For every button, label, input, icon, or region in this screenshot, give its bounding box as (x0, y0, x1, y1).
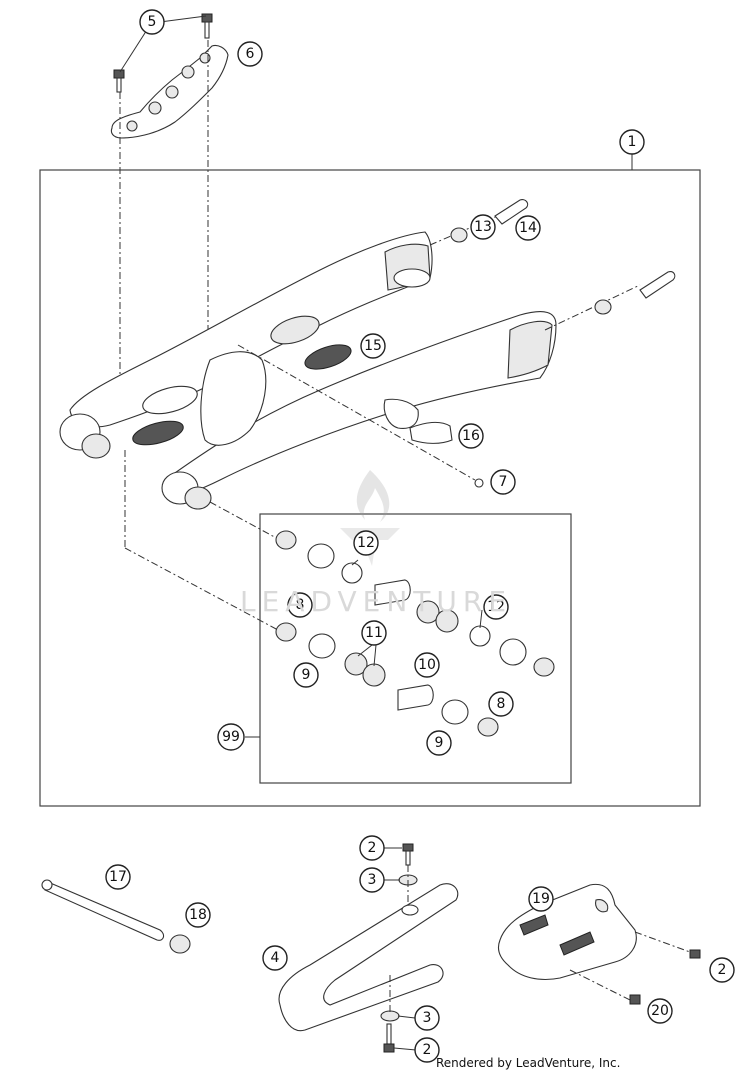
callout-4: 4 (262, 945, 288, 971)
callout-14: 14 (515, 215, 541, 241)
svg-text:3: 3 (423, 1010, 432, 1026)
svg-text:9: 9 (435, 735, 444, 751)
callout-3b: 3 (414, 1005, 440, 1031)
screw-part-2-right (634, 931, 701, 959)
callout-12a: 12 (353, 530, 379, 556)
svg-text:5: 5 (148, 14, 157, 30)
svg-text:7: 7 (499, 474, 508, 490)
axle-sleeve-part-right (594, 271, 676, 315)
screw-part-5b (113, 69, 125, 93)
svg-text:9: 9 (302, 667, 311, 683)
washer-part-3-bottom (380, 1010, 400, 1022)
svg-text:12: 12 (357, 535, 375, 551)
nut-part-18 (169, 934, 191, 954)
swingarm-assembly-frame (39, 169, 701, 807)
callout-1: 1 (619, 129, 645, 155)
svg-text:4: 4 (271, 950, 280, 966)
callout-20: 20 (647, 998, 673, 1024)
callout-9b: 9 (426, 730, 452, 756)
svg-text:6: 6 (246, 46, 255, 62)
axle-sleeve-part-14 (494, 199, 529, 225)
svg-text:15: 15 (364, 338, 382, 354)
svg-text:1: 1 (628, 134, 637, 150)
callout-12b: 12 (483, 594, 509, 620)
bracket-part-16 (409, 421, 453, 444)
svg-text:14: 14 (519, 220, 537, 236)
svg-text:2: 2 (368, 840, 377, 856)
callout-9a: 9 (293, 662, 319, 688)
svg-text:20: 20 (651, 1003, 669, 1019)
svg-text:3: 3 (368, 872, 377, 888)
svg-text:17: 17 (109, 869, 127, 885)
chain-guide-part-19 (497, 883, 637, 981)
svg-text:12: 12 (487, 599, 505, 615)
callout-11: 11 (361, 620, 387, 646)
callout-17: 17 (105, 864, 131, 890)
svg-text:8: 8 (497, 696, 506, 712)
svg-text:2: 2 (423, 1042, 432, 1058)
callout-2c: 2 (414, 1037, 440, 1063)
callout-16: 16 (458, 423, 484, 449)
nut-part-13 (450, 227, 468, 243)
callout-19: 19 (528, 886, 554, 912)
svg-text:16: 16 (462, 428, 480, 444)
svg-text:19: 19 (532, 891, 550, 907)
callout-10: 10 (414, 652, 440, 678)
screw-part-2-bottom (383, 1023, 395, 1053)
callout-15: 15 (360, 333, 386, 359)
axle-part-17 (41, 879, 165, 941)
bearing-kit-frame (259, 513, 572, 784)
swingarm-part (59, 231, 557, 510)
callout-8a: 8 (287, 592, 313, 618)
watermark-text: LEADVENTURE (240, 585, 513, 618)
callout-7: 7 (490, 469, 516, 495)
chain-slider-part-4 (278, 883, 459, 1032)
svg-text:2: 2 (718, 962, 727, 978)
bearing-kit-parts (275, 530, 555, 737)
svg-text:10: 10 (418, 657, 436, 673)
callout-2b: 2 (709, 957, 735, 983)
callout-18: 18 (185, 902, 211, 928)
callout-5: 5 (139, 9, 165, 35)
svg-text:11: 11 (365, 625, 383, 641)
callout-13: 13 (470, 214, 496, 240)
plug-part-7 (474, 478, 484, 488)
callout-8b: 8 (488, 691, 514, 717)
callout-6: 6 (237, 41, 263, 67)
svg-text:13: 13 (474, 219, 492, 235)
screw-part-20 (569, 969, 641, 1005)
svg-text:8: 8 (296, 597, 305, 613)
screw-part-2-top (402, 843, 414, 866)
svg-text:99: 99 (222, 729, 240, 745)
callout-3a: 3 (359, 867, 385, 893)
svg-text:18: 18 (189, 907, 207, 923)
screw-part-5a (201, 13, 213, 39)
callout-2a: 2 (359, 835, 385, 861)
callout-99: 99 (217, 723, 245, 751)
chain-guide-top-part (110, 44, 229, 139)
footer-credit: Rendered by LeadVenture, Inc. (436, 1056, 621, 1070)
